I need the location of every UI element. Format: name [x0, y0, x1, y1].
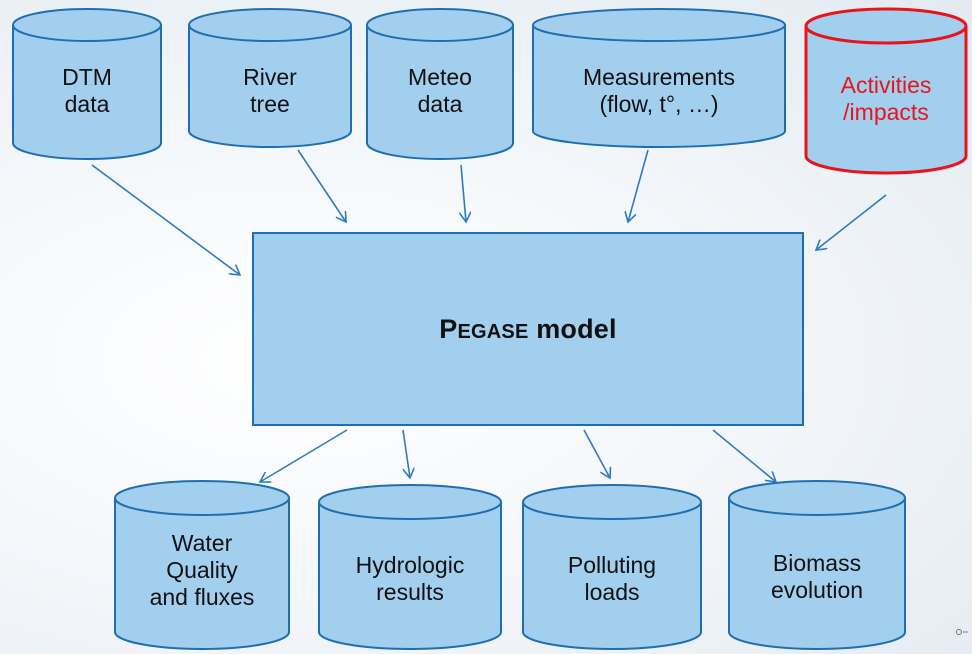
output-water-label: Water Quality and fluxes: [114, 530, 290, 611]
label-line: Polluting: [567, 552, 657, 578]
cylinder-shape: [114, 480, 290, 650]
cylinder-shape: [532, 8, 786, 148]
label-line: Activities: [840, 72, 932, 98]
arrow-model-to-water: [260, 429, 348, 482]
label-line: DTM: [62, 64, 112, 90]
arrow-measurements-to-model: [628, 149, 649, 222]
label-line: Hydrologic: [355, 552, 465, 578]
label-line: /impacts: [843, 99, 929, 125]
label-line: Meteo: [408, 64, 472, 90]
output-polluting-cylinder: Polluting loads: [522, 484, 702, 652]
corner-logo-shape: [956, 629, 968, 635]
input-measurements-label: Measurements (flow, t°, …): [532, 64, 786, 118]
output-polluting-label: Polluting loads: [522, 552, 702, 606]
label-line: loads: [584, 579, 640, 605]
input-activities-label: Activities /impacts: [804, 72, 968, 126]
label-line: (flow, t°, …): [599, 91, 719, 117]
arrow-meteo-to-model: [461, 164, 466, 222]
input-meteo-label: Meteo data: [366, 64, 514, 118]
input-river-label: River tree: [188, 64, 352, 118]
label-line: results: [376, 579, 444, 605]
label-line: River: [243, 64, 297, 90]
model-label-smallcaps: EGASE: [457, 320, 529, 343]
label-line: tree: [250, 91, 290, 117]
arrow-model-to-hydro: [402, 429, 410, 478]
model-label-rest: model: [528, 313, 617, 344]
output-biomass-label: Biomass evolution: [728, 550, 906, 604]
arrow-model-to-biomass: [712, 429, 776, 482]
label-line: Biomass: [772, 550, 862, 576]
corner-logo-icon: [955, 626, 969, 638]
label-line: Measurements: [582, 64, 736, 90]
model-label: PEGASE model: [439, 314, 616, 345]
pegase-model-box: PEGASE model: [252, 232, 804, 426]
model-label-cap: P: [439, 313, 458, 344]
arrow-activities-to-model: [816, 194, 887, 250]
output-hydro-label: Hydrologic results: [318, 552, 502, 606]
cylinder-shape: [12, 8, 162, 160]
arrow-model-to-polluting: [583, 429, 610, 478]
label-line: evolution: [770, 577, 864, 603]
input-dtm-label: DTM data: [12, 64, 162, 118]
cylinder-shape: [318, 484, 502, 650]
input-dtm-cylinder: DTM data: [12, 8, 162, 160]
input-meteo-cylinder: Meteo data: [366, 8, 514, 160]
output-water-cylinder: Water Quality and fluxes: [114, 480, 290, 652]
output-biomass-cylinder: Biomass evolution: [728, 480, 906, 652]
output-hydro-cylinder: Hydrologic results: [318, 484, 502, 652]
cylinder-shape: [804, 7, 968, 175]
input-measurements-cylinder: Measurements (flow, t°, …): [532, 8, 786, 148]
label-line: data: [417, 91, 463, 117]
input-river-cylinder: River tree: [188, 8, 352, 148]
cylinder-shape: [188, 8, 352, 148]
arrow-river-to-model: [297, 149, 346, 222]
cylinder-shape: [366, 8, 514, 160]
arrow-dtm-to-model: [91, 164, 240, 275]
label-line: data: [64, 91, 110, 117]
label-line: Water: [171, 530, 233, 556]
label-line: and fluxes: [149, 584, 255, 610]
label-line: Quality: [166, 557, 238, 583]
cylinder-shape: [728, 480, 906, 650]
input-activities-cylinder: Activities /impacts: [804, 7, 968, 176]
cylinder-shape: [522, 484, 702, 650]
